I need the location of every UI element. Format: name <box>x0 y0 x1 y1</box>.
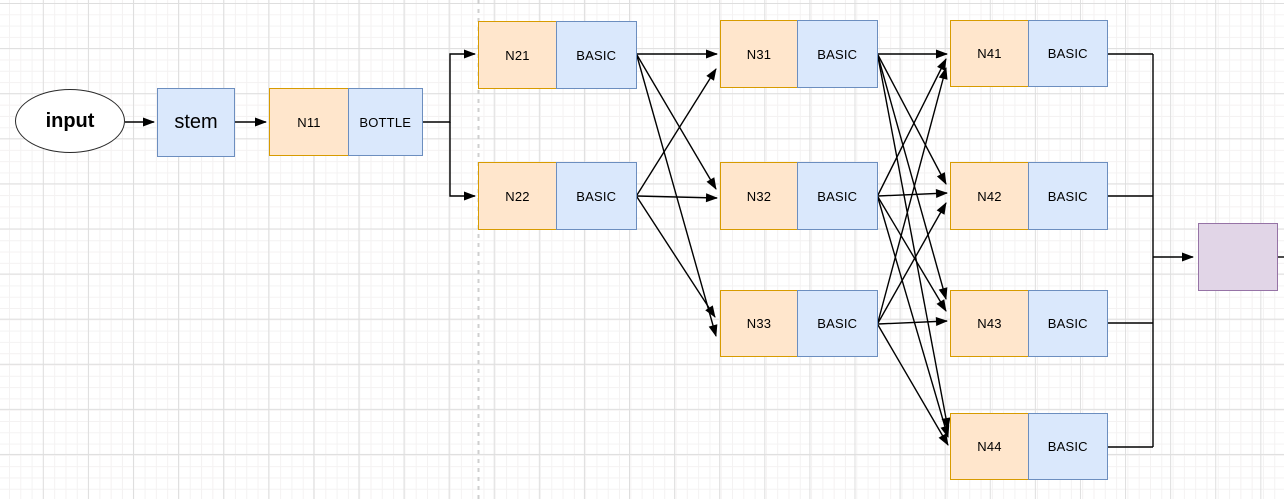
edge-n32-n44[interactable] <box>877 197 950 438</box>
n42-op-label: BASIC <box>1047 188 1088 204</box>
n11-node[interactable]: N11 BOTTLE <box>269 88 423 156</box>
n42-cell[interactable]: N42 <box>950 162 1029 230</box>
n44-cell[interactable]: N44 <box>950 413 1029 480</box>
edge-n33-n42[interactable] <box>877 202 947 324</box>
edge-n33-n41[interactable] <box>877 67 948 323</box>
edge-n32-n43[interactable] <box>877 196 947 312</box>
n21-node[interactable]: N21 BASIC <box>478 21 637 89</box>
n44-cell-label: N44 <box>977 439 1002 454</box>
n42-op[interactable]: BASIC <box>1027 162 1108 230</box>
n44-op[interactable]: BASIC <box>1027 413 1108 480</box>
n21-op[interactable]: BASIC <box>555 21 637 89</box>
edge-n33-n44[interactable] <box>877 324 949 446</box>
edge-n11-n21[interactable] <box>423 49 476 123</box>
n42-node[interactable]: N42 BASIC <box>950 162 1108 230</box>
n31-op[interactable]: BASIC <box>796 20 878 88</box>
n41-op-label: BASIC <box>1047 46 1088 61</box>
input-node[interactable]: input <box>15 89 125 153</box>
n43-op[interactable]: BASIC <box>1027 290 1108 357</box>
edge-n22-n33[interactable] <box>636 196 716 318</box>
n43-cell-label: N43 <box>977 316 1002 331</box>
edge-n22-n31[interactable] <box>636 68 717 196</box>
input-label: input <box>45 109 95 132</box>
n22-cell[interactable]: N22 <box>478 162 557 230</box>
n11-cell-label: N11 <box>297 114 321 130</box>
edge-n32-n41[interactable] <box>877 58 947 196</box>
n41-cell[interactable]: N41 <box>950 20 1029 87</box>
n32-op[interactable]: BASIC <box>796 162 878 230</box>
n42-cell-label: N42 <box>977 188 1002 204</box>
n41-op[interactable]: BASIC <box>1027 20 1108 87</box>
n32-op-label: BASIC <box>817 188 858 204</box>
n31-cell[interactable]: N31 <box>720 20 798 88</box>
n31-node[interactable]: N31 BASIC <box>720 20 878 88</box>
n21-cell-label: N21 <box>505 47 530 63</box>
n41-node[interactable]: N41 BASIC <box>950 20 1108 87</box>
n33-cell-label: N33 <box>746 316 772 331</box>
n11-op-label: BOTTLE <box>359 114 412 130</box>
n22-cell-label: N22 <box>505 188 530 204</box>
n32-node[interactable]: N32 BASIC <box>720 162 878 230</box>
edge-n31-n44[interactable] <box>877 56 951 430</box>
stem-node[interactable]: stem <box>157 88 235 157</box>
n22-node[interactable]: N22 BASIC <box>478 162 637 230</box>
n31-op-label: BASIC <box>817 46 858 62</box>
n44-op-label: BASIC <box>1047 439 1088 454</box>
edge-n21-n33[interactable] <box>636 55 718 337</box>
n43-op-label: BASIC <box>1047 316 1088 331</box>
n43-cell[interactable]: N43 <box>950 290 1029 357</box>
edge-n21-n32[interactable] <box>636 54 717 190</box>
edge-n31-n43[interactable] <box>877 55 948 300</box>
n33-op-label: BASIC <box>817 316 858 331</box>
n11-cell[interactable]: N11 <box>269 88 349 156</box>
output-node[interactable] <box>1198 223 1278 291</box>
n41-cell-label: N41 <box>977 46 1002 61</box>
n21-cell[interactable]: N21 <box>478 21 557 89</box>
edge-n11-n22[interactable] <box>449 122 476 201</box>
stem-label: stem <box>174 111 218 133</box>
n11-op[interactable]: BOTTLE <box>347 88 423 156</box>
n43-node[interactable]: N43 BASIC <box>950 290 1108 357</box>
n32-cell-label: N32 <box>746 188 772 204</box>
n21-op-label: BASIC <box>576 47 617 63</box>
n22-op-label: BASIC <box>576 188 617 204</box>
edge-n22-n32[interactable] <box>636 193 718 203</box>
n44-node[interactable]: N44 BASIC <box>950 413 1108 480</box>
n33-cell[interactable]: N33 <box>720 290 798 357</box>
n33-node[interactable]: N33 BASIC <box>720 290 878 357</box>
n31-cell-label: N31 <box>746 46 772 62</box>
n32-cell[interactable]: N32 <box>720 162 798 230</box>
edge-n31-n42[interactable] <box>877 54 947 185</box>
edge-n33-n43[interactable] <box>877 316 948 326</box>
n22-op[interactable]: BASIC <box>555 162 637 230</box>
n33-op[interactable]: BASIC <box>796 290 878 357</box>
